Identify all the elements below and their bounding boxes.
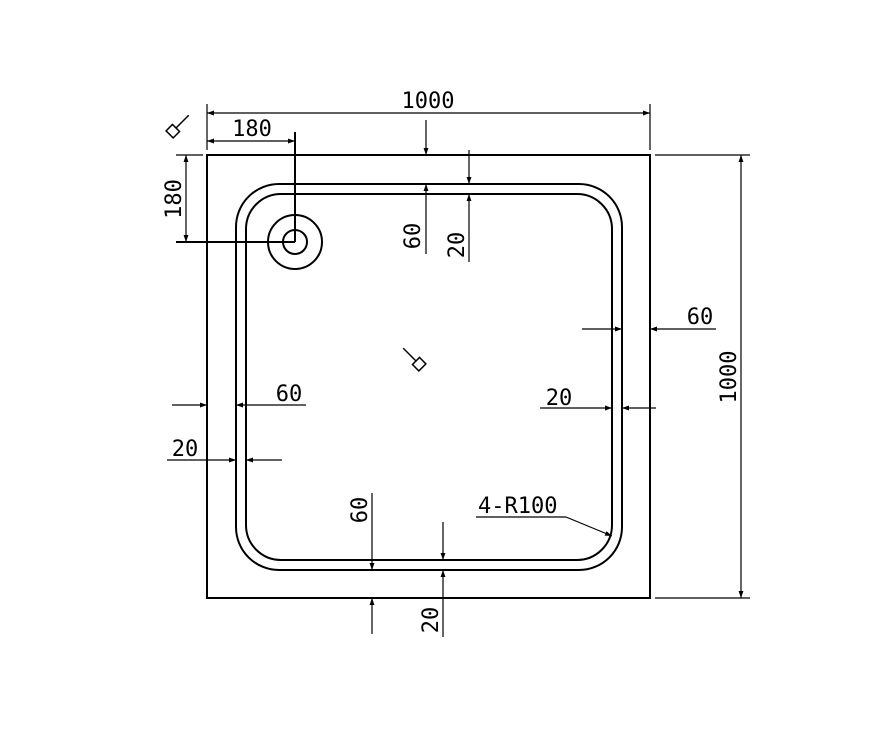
dim-bottom-rim-label: 60 [348, 497, 373, 524]
dim-right-lip-label: 20 [546, 386, 573, 411]
basin-inner-edge [245, 193, 613, 561]
tray-outline [206, 154, 651, 599]
dim-top-lip-label: 20 [445, 232, 470, 259]
corner-radius-label: 4-R100 [478, 494, 557, 519]
dim-right-rim-label: 60 [687, 305, 714, 330]
dim-depth-label: 1000 [717, 351, 742, 404]
dim-top-rim-label: 60 [401, 223, 426, 250]
section-symbol-top-left-icon [165, 114, 190, 139]
basin-outer-edge [235, 183, 623, 571]
dim-drain-x-label: 180 [232, 117, 272, 142]
section-symbol-center-icon [402, 347, 427, 372]
dim-left-rim-label: 60 [276, 382, 303, 407]
dim-width-label: 1000 [402, 89, 455, 114]
dim-drain-y-label: 180 [162, 179, 187, 219]
dim-bottom-lip-label: 20 [419, 607, 444, 634]
dim-left-lip-label: 20 [172, 437, 199, 462]
radius-leader [565, 516, 613, 537]
